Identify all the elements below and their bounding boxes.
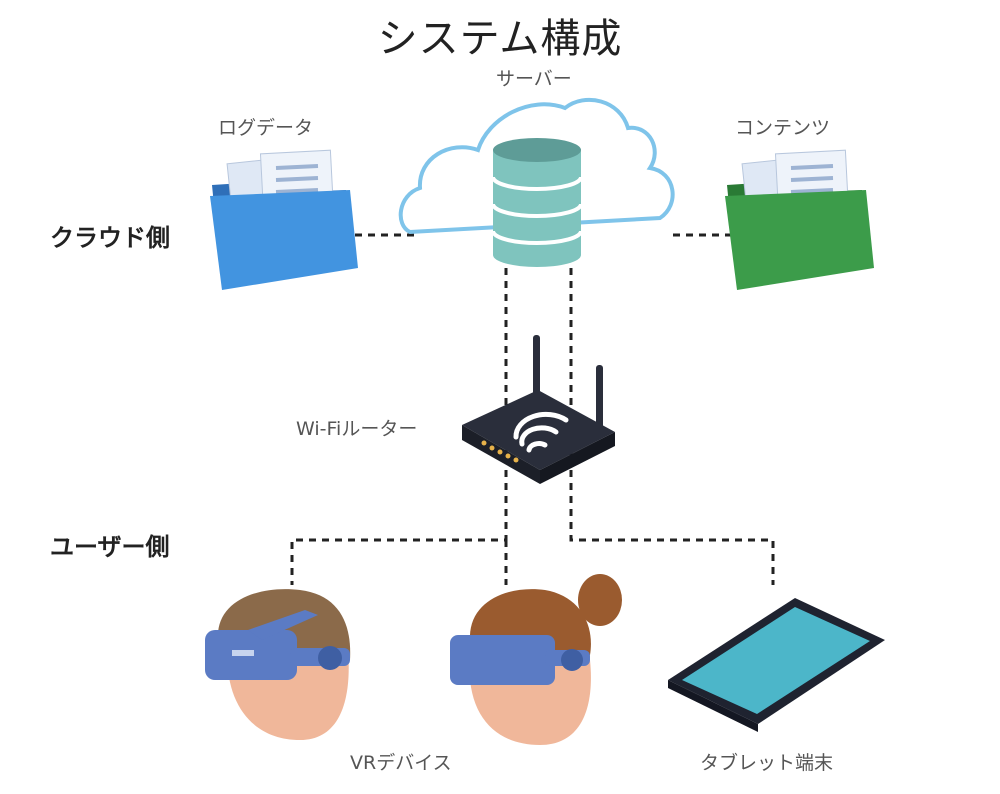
diagram-title: システム構成 <box>377 16 623 62</box>
log-data-label: ログデータ <box>218 117 314 139</box>
tablet-label: タブレット端末 <box>700 752 834 774</box>
green-folder-icon <box>725 149 874 290</box>
database-icon <box>491 138 583 267</box>
connector-router-vr <box>290 470 508 585</box>
vr-headset-user-icon <box>450 574 622 745</box>
wifi-router-icon <box>462 335 615 484</box>
connector-router-tablet <box>569 470 775 585</box>
server-label: サーバー <box>496 68 572 90</box>
contents-label: コンテンツ <box>735 117 831 139</box>
vr-headset-user-icon <box>205 589 351 740</box>
router-label: Wi-Fiルーター <box>296 418 418 440</box>
vr-device-label: VRデバイス <box>350 752 452 774</box>
user-side-label: ユーザー側 <box>50 533 170 561</box>
blue-folder-icon <box>210 149 358 290</box>
cloud-side-label: クラウド側 <box>50 224 170 252</box>
cloud-icon <box>398 97 675 235</box>
tablet-icon <box>668 598 885 732</box>
